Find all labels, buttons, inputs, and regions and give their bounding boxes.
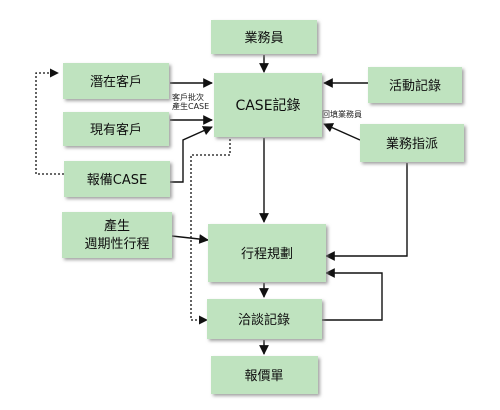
node-generate-periodic-schedule: 產生 週期性行程 (62, 212, 172, 258)
node-case-record: CASE記錄 (214, 73, 322, 137)
node-task-assignment-label: 業務指派 (386, 136, 438, 152)
dotted-case-to-negotiation (190, 139, 231, 325)
node-salesperson-label: 業務員 (244, 30, 283, 46)
dotted-report-to-potential (35, 68, 64, 175)
annotation-generate-case: 產生CASE (172, 101, 209, 111)
node-potential-customer: 潛在客戶 (63, 63, 169, 99)
node-existing-customer: 現有客戶 (63, 112, 169, 146)
annotation-customer-batch: 客戶批次 (172, 92, 204, 102)
node-potential-customer-label: 潛在客戶 (90, 74, 142, 90)
node-report-case: 報備CASE (64, 161, 170, 197)
node-activity-record: 活動記錄 (368, 67, 462, 103)
node-negotiation-record-label: 洽談記錄 (238, 312, 290, 328)
node-case-record-label: CASE記錄 (235, 97, 300, 114)
annotation-write-back-salesperson: 回填業務員 (322, 109, 362, 119)
node-salesperson: 業務員 (211, 20, 317, 54)
node-schedule-planning: 行程規劃 (208, 224, 326, 282)
node-report-case-label: 報備CASE (87, 172, 147, 188)
arrow-report-to-case (170, 126, 213, 183)
arrow-assignment-to-schedule (325, 163, 408, 261)
arrow-negotiation-loop-to-schedule (322, 268, 383, 321)
node-activity-record-label: 活動記錄 (389, 78, 441, 94)
arrow-assignment-to-case (323, 123, 361, 141)
node-existing-customer-label: 現有客戶 (90, 122, 142, 138)
node-schedule-planning-label: 行程規劃 (241, 247, 293, 262)
node-generate-periodic-label-line2: 週期性行程 (84, 237, 149, 252)
arrow-periodic-to-schedule (171, 234, 209, 244)
node-negotiation-record: 洽談記錄 (207, 299, 322, 339)
node-quotation-label: 報價單 (244, 369, 283, 384)
node-task-assignment: 業務指派 (360, 124, 464, 162)
node-generate-periodic-label-line1: 產生 (104, 218, 130, 234)
node-quotation: 報價單 (211, 356, 318, 394)
